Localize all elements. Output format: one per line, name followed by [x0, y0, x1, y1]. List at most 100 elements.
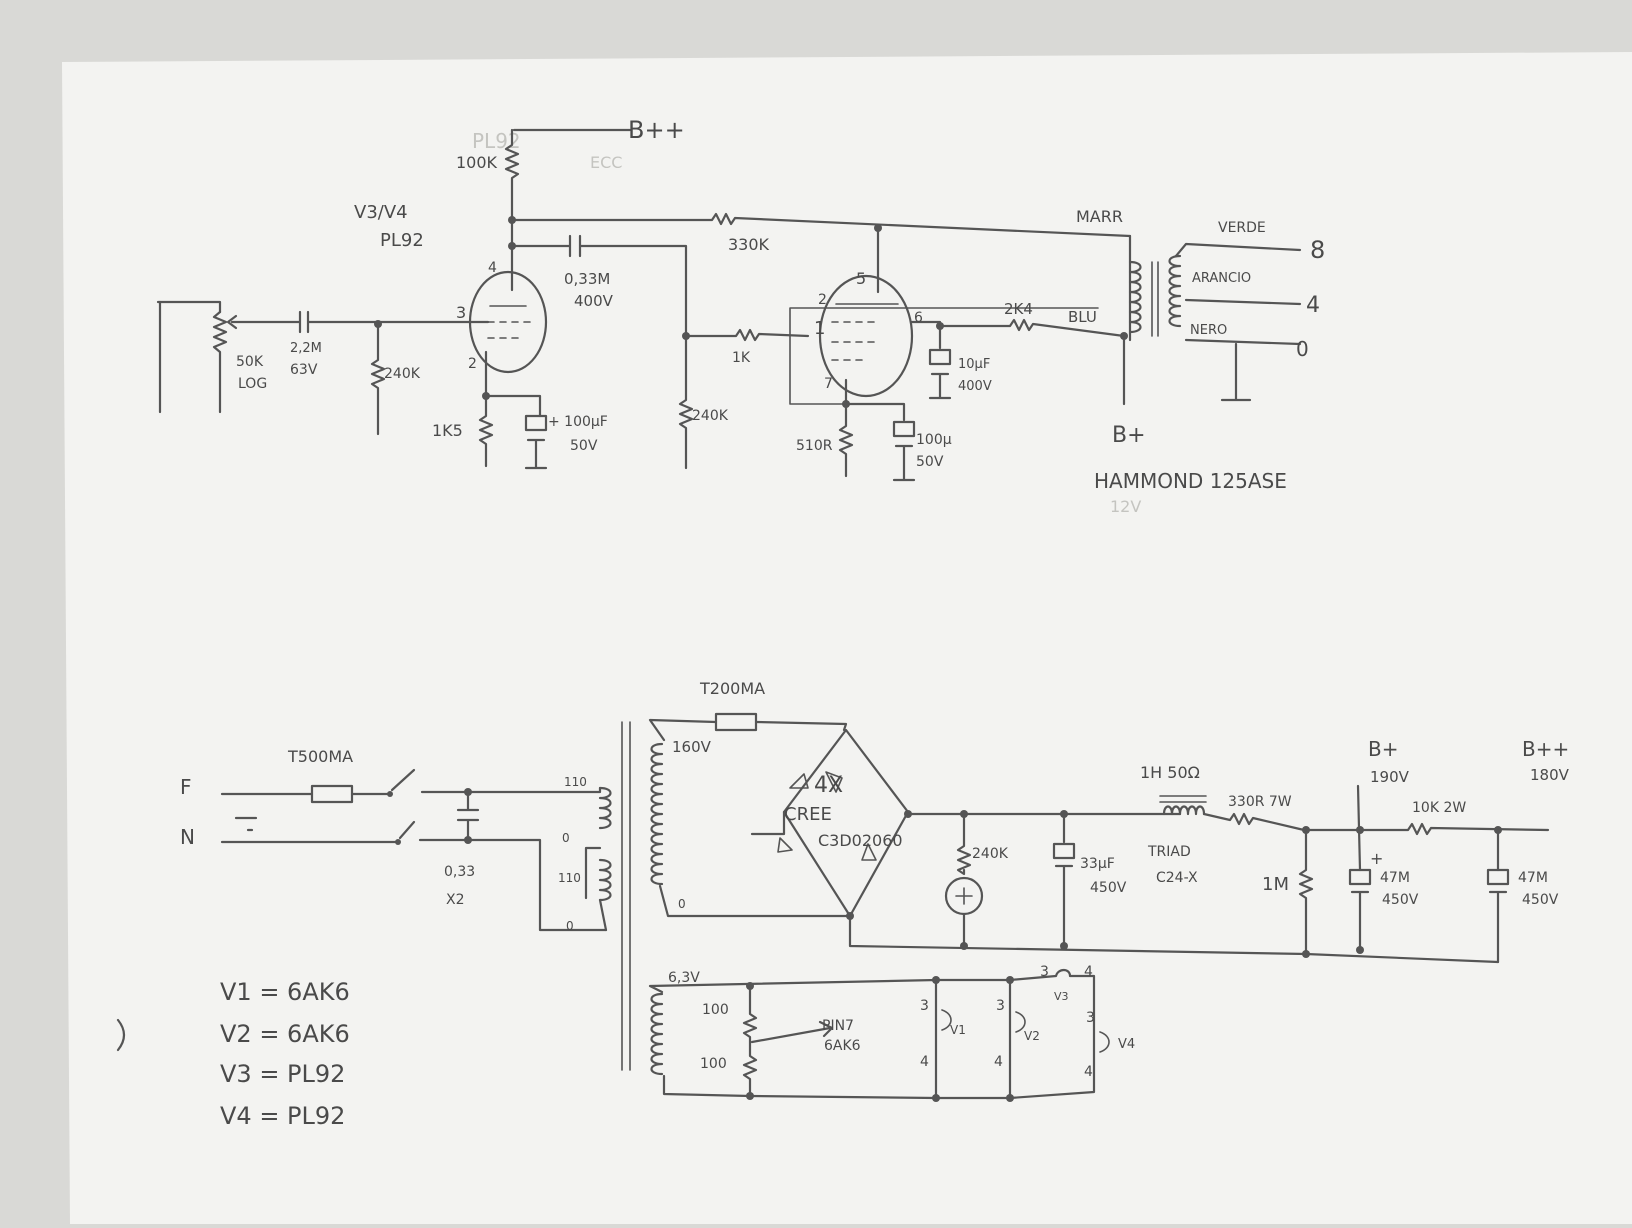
- c-second-voltage: 450V: [1382, 892, 1419, 908]
- pin-label: 2: [818, 292, 827, 308]
- r-series-label: 330R 7W: [1228, 794, 1292, 810]
- tap-label: 0: [566, 919, 574, 933]
- bridge-part-label: C3D02060: [818, 831, 903, 850]
- choke-spec-label: 1H 50Ω: [1140, 763, 1200, 782]
- tube-id-label: V3/V4: [354, 202, 408, 223]
- tube-list-item: V4 = PL92: [220, 1102, 345, 1130]
- heater-tube-label: V2: [1024, 1029, 1040, 1043]
- heater-r-label: 100: [700, 1056, 727, 1072]
- c-first-voltage: 450V: [1090, 880, 1127, 896]
- tap-0-label: 0: [1296, 337, 1309, 361]
- heater-pin-label: 4: [994, 1054, 1003, 1070]
- tap-label: 110: [558, 871, 581, 885]
- r-bleeder-2-label: 1M: [1262, 874, 1289, 895]
- bridge-brand-label: CREE: [784, 804, 832, 825]
- c-third-voltage: 450V: [1522, 892, 1559, 908]
- blu-wire-label: BLU: [1068, 308, 1097, 326]
- r-grid-leak-label: 240K: [384, 366, 421, 382]
- tap-4-label: 4: [1306, 293, 1320, 318]
- c-cathode-value: + 100µF: [548, 414, 608, 430]
- paper-sheet: [62, 52, 1632, 1224]
- c-screen-voltage: 400V: [958, 379, 992, 394]
- psu-schematic: [116, 712, 1550, 1102]
- choke-model-2: C24-X: [1156, 870, 1198, 886]
- pin-label: 4: [488, 260, 497, 276]
- trafo-model-label: HAMMOND 125ASE: [1094, 469, 1287, 493]
- bplus-rail-label: B+: [1368, 737, 1398, 761]
- c-cathode-value: 100µ: [916, 432, 952, 448]
- heater-pin-label: 4: [1084, 1064, 1093, 1080]
- bridge-count-label: 4X: [814, 773, 843, 798]
- c-second-value: 47M: [1380, 870, 1410, 886]
- x2-cap-value: 0,33: [444, 864, 475, 880]
- r-bleeder-label: 240K: [972, 846, 1009, 862]
- ghost-text: ECC: [590, 153, 622, 172]
- x2-cap-type: X2: [446, 892, 465, 908]
- heater-pin-label: 3: [996, 998, 1005, 1014]
- r-grid-leak-label: 240K: [692, 408, 729, 424]
- bpp-rail-label: B++: [628, 116, 685, 144]
- heater-pin-label: 4: [920, 1054, 929, 1070]
- trafo-nero: NERO: [1190, 323, 1227, 338]
- hv-winding-label: 160V: [672, 738, 712, 756]
- trafo-arancio: ARANCIO: [1192, 271, 1251, 286]
- tube-list-item: V1 = 6AK6: [220, 978, 350, 1006]
- heater-pin-label: 4: [1084, 964, 1093, 980]
- r-cathode-label: 1K5: [432, 421, 463, 440]
- tap-label: 0: [562, 831, 570, 845]
- pin-label: 2: [468, 356, 477, 372]
- amplifier-labels: B++ 100K V3/V4 PL92 0,33M 400V 330K MARR…: [236, 116, 1325, 493]
- bpp-rail-label: B++: [1522, 737, 1569, 761]
- fuse-hv-label: T200MA: [699, 679, 765, 698]
- line-f-label: F: [180, 775, 192, 799]
- c-coupling-voltage: 400V: [574, 292, 614, 310]
- c-screen-value: 10µF: [958, 357, 990, 372]
- pot-taper: LOG: [238, 376, 267, 392]
- c-third-value: 47M: [1518, 870, 1548, 886]
- line-n-label: N: [180, 825, 195, 849]
- c-input-value: 2,2M: [290, 341, 322, 356]
- tube-list-item: V2 = 6AK6: [220, 1020, 350, 1048]
- tube-list: V1 = 6AK6 V2 = 6AK6 V3 = PL92 V4 = PL92: [220, 978, 350, 1130]
- pin-label: 1: [814, 318, 825, 339]
- c-cathode-voltage: 50V: [570, 438, 598, 454]
- r-grid-stop-label: 1K: [732, 350, 751, 366]
- trafo-primary-wire: MARR: [1076, 207, 1123, 226]
- c-input-voltage: 63V: [290, 362, 318, 378]
- heater-pin-label: 3: [1040, 964, 1049, 980]
- pin-label: 5: [856, 269, 866, 288]
- psu-labels: F N T500MA 0,33 X2 110 0 110 0 T200MA 16…: [180, 679, 1570, 1080]
- tube-type-label: PL92: [380, 230, 424, 251]
- heater-winding-label: 6,3V: [668, 970, 700, 986]
- heater-pin-label: 3: [920, 998, 929, 1014]
- pin-label: 3: [456, 303, 466, 322]
- fuse-main-label: T500MA: [287, 747, 353, 766]
- bpp-voltage-label: 180V: [1530, 766, 1570, 784]
- c-plus-mark: +: [1370, 849, 1383, 868]
- c-coupling-value: 0,33M: [564, 270, 610, 288]
- pin-label: 6: [914, 310, 923, 326]
- r-grid-stopper-label: 2K4: [1004, 300, 1033, 318]
- heater-tube-label: V4: [1118, 1037, 1135, 1052]
- amplifier-schematic: [156, 128, 1302, 482]
- heater-pin-label: 3: [1086, 1010, 1095, 1026]
- r-series-2-label: 10K 2W: [1412, 800, 1466, 816]
- r-plate-label: 100K: [456, 153, 498, 172]
- r-feedback-label: 330K: [728, 235, 770, 254]
- heater-tube-label: V1: [950, 1023, 966, 1037]
- pin-note-label: 6AK6: [824, 1038, 861, 1054]
- pin-note-label: PIN7: [822, 1018, 854, 1034]
- r-cathode-label: 510R: [796, 438, 833, 454]
- trafo-verde: VERDE: [1218, 220, 1266, 236]
- bplus-label: B+: [1112, 423, 1146, 448]
- hv-zero-label: 0: [678, 897, 686, 911]
- pot-value: 50K: [236, 354, 264, 370]
- ghost-text: PL92: [472, 129, 521, 153]
- bplus-voltage-label: 190V: [1370, 768, 1410, 786]
- c-cathode-voltage: 50V: [916, 454, 944, 470]
- tube-list-item: V3 = PL92: [220, 1060, 345, 1088]
- tap-8-label: 8: [1310, 236, 1325, 264]
- heater-tube-label: V3: [1054, 990, 1069, 1003]
